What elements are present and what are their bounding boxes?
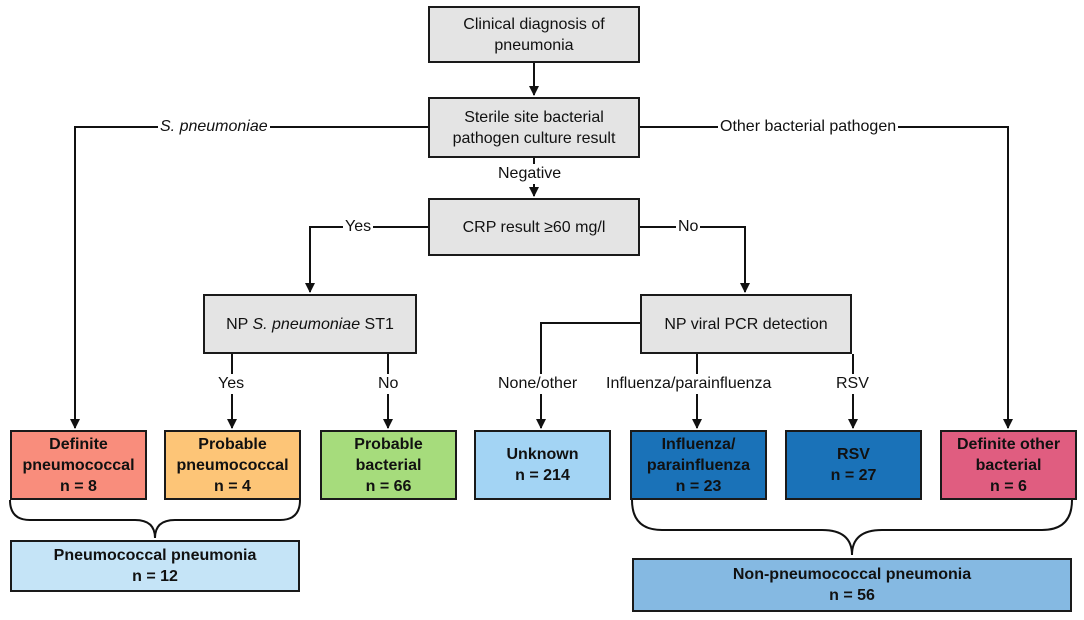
edge-label-st1-yes: Yes [216,374,247,394]
outcome-definite-other-line2: bacterial [975,456,1042,474]
outcome-definite-pneumococcal-line1: Definite [49,435,108,453]
outcome-definite-pneumococcal-line2: pneumococcal [22,456,135,474]
summary-non-pneumococcal-count: n = 56 [829,587,875,604]
outcome-definite-other-count: n = 6 [990,477,1027,495]
edge-label-st1-no: No [376,374,401,394]
node-np-st1-italic: S. pneumoniae [252,315,361,333]
node-np-viral: NP viral PCR detection [640,294,852,354]
outcome-probable-bacterial-line2: bacterial [355,456,422,474]
edge-label-crp-no: No [676,217,701,237]
summary-pneumococcal: Pneumococcal pneumonia n = 12 [10,540,300,592]
outcome-probable-pneumococcal: Probable pneumococcal n = 4 [164,430,301,500]
node-sterile-culture-line1: Sterile site bacterial [464,108,604,126]
summary-non-pneumococcal-line1: Non-pneumococcal pneumonia [732,566,972,583]
outcome-unknown-count: n = 214 [515,467,570,484]
node-sterile-culture: Sterile site bacterial pathogen culture … [428,97,640,158]
brace-pneumococcal [9,499,301,539]
node-np-st1-prefix: NP [226,315,253,333]
edge-label-rsv: RSV [834,374,871,394]
outcome-definite-other-line1: Definite other [956,435,1061,453]
edge-label-influenza-parainfluenza: Influenza/parainfluenza [604,374,774,394]
edge-label-negative: Negative [496,164,564,184]
edge-culture-to-definite-pneumococcal [70,126,428,429]
node-crp-text: CRP result ≥60 mg/l [462,218,606,236]
edge-crp-to-viral [640,226,750,293]
node-np-st1-text: NP S. pneumoniae ST1 [226,314,394,335]
edge-label-crp-yes: Yes [343,217,374,237]
outcome-probable-bacterial-line1: Probable [354,435,423,453]
edge-crp-to-st1 [305,226,428,293]
outcome-rsv-line1: RSV [837,446,870,463]
outcome-influenza: Influenza/ parainfluenza n = 23 [630,430,767,500]
outcome-probable-pneumococcal-line1: Probable [198,435,267,453]
node-np-viral-text: NP viral PCR detection [664,315,828,333]
outcome-rsv-count: n = 27 [830,467,877,484]
brace-non-pneumococcal [631,499,1073,556]
node-np-st1-suffix: ST1 [360,315,394,333]
outcome-unknown-line1: Unknown [506,446,579,463]
outcome-influenza-count: n = 23 [675,477,722,495]
summary-pneumococcal-count: n = 12 [132,568,178,585]
outcome-probable-bacterial: Probable bacterial n = 66 [320,430,457,500]
outcome-definite-other: Definite other bacterial n = 6 [940,430,1077,500]
outcome-unknown: Unknown n = 214 [474,430,611,500]
node-clinical-diagnosis: Clinical diagnosis of pneumonia [428,6,640,63]
node-sterile-culture-line2: pathogen culture result [452,129,616,147]
outcome-probable-pneumococcal-line2: pneumococcal [176,456,289,474]
outcome-definite-pneumococcal-count: n = 8 [60,477,97,495]
outcome-probable-pneumococcal-count: n = 4 [214,477,251,495]
outcome-influenza-line2: parainfluenza [646,456,751,474]
node-clinical-diagnosis-line2: pneumonia [494,36,574,54]
outcome-influenza-line1: Influenza/ [661,435,736,453]
outcome-definite-pneumococcal: Definite pneumococcal n = 8 [10,430,147,500]
outcome-rsv: RSV n = 27 [785,430,922,500]
node-clinical-diagnosis-line1: Clinical diagnosis of [463,15,605,33]
outcome-probable-bacterial-count: n = 66 [365,477,412,495]
node-crp: CRP result ≥60 mg/l [428,198,640,256]
edge-label-other-bacterial: Other bacterial pathogen [718,117,899,137]
summary-non-pneumococcal: Non-pneumococcal pneumonia n = 56 [632,558,1072,612]
node-np-st1: NP S. pneumoniae ST1 [203,294,417,354]
edge-label-none-other: None/other [496,374,580,394]
edge-label-s-pneumoniae: S. pneumoniae [158,117,270,137]
summary-pneumococcal-line1: Pneumococcal pneumonia [53,547,257,564]
